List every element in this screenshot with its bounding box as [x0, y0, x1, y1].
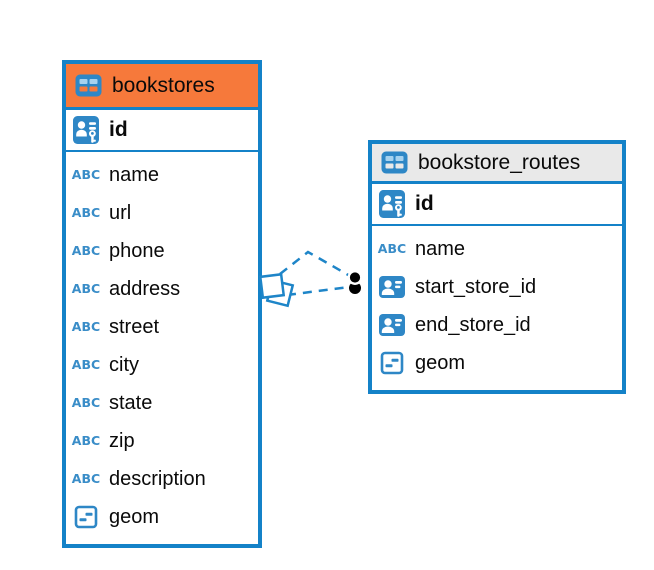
column-name-pk: id: [109, 118, 128, 141]
column-row[interactable]: end_store_id: [377, 306, 622, 344]
column-row[interactable]: ABC zip: [71, 422, 258, 460]
column-row[interactable]: ABC name: [71, 156, 258, 194]
text-type-icon: ABC: [71, 356, 101, 372]
column-row[interactable]: ABC city: [71, 346, 258, 384]
column-row[interactable]: ABC url: [71, 194, 258, 232]
table-icon: [379, 151, 409, 174]
column-name-pk: id: [415, 192, 434, 215]
primary-key-icon: [71, 116, 101, 144]
column-row-pk[interactable]: id: [372, 184, 622, 226]
column-name: name: [109, 163, 160, 186]
geometry-type-icon: [71, 505, 101, 529]
column-name: geom: [109, 505, 160, 528]
column-name: zip: [109, 429, 135, 452]
column-name: street: [109, 315, 160, 338]
column-name: name: [415, 237, 466, 260]
table-icon: [73, 74, 103, 97]
table-header-bookstores[interactable]: bookstores: [66, 64, 258, 110]
table-card-bookstore-routes[interactable]: bookstore_routes id ABC: [368, 140, 626, 394]
column-row[interactable]: geom: [71, 498, 258, 536]
text-type-icon: ABC: [71, 242, 101, 258]
column-name: url: [109, 201, 132, 224]
column-row[interactable]: start_store_id: [377, 268, 622, 306]
table-card-bookstores[interactable]: bookstores id ABC: [62, 60, 262, 548]
column-name: start_store_id: [415, 275, 537, 298]
relation-target-marker: [347, 270, 363, 294]
foreign-key-reference-icon: [377, 314, 407, 336]
column-row[interactable]: ABC description: [71, 460, 258, 498]
geometry-type-icon: [377, 351, 407, 375]
relation-line-1: [279, 250, 351, 278]
text-type-icon: ABC: [71, 432, 101, 448]
table-title: bookstores: [112, 73, 215, 97]
text-type-icon: ABC: [71, 318, 101, 334]
relation-line-2: [286, 285, 350, 297]
column-list: ABC name start_store_id: [372, 226, 622, 382]
column-row[interactable]: ABC state: [71, 384, 258, 422]
table-header-bookstore-routes[interactable]: bookstore_routes: [372, 144, 622, 184]
primary-key-icon: [377, 190, 407, 218]
column-name: address: [109, 277, 181, 300]
text-type-icon: ABC: [71, 394, 101, 410]
column-row-pk[interactable]: id: [66, 110, 258, 152]
column-name: geom: [415, 351, 466, 374]
column-name: state: [109, 391, 153, 414]
foreign-key-reference-icon: [377, 276, 407, 298]
column-name: description: [109, 467, 206, 490]
text-type-icon: ABC: [71, 470, 101, 486]
table-title: bookstore_routes: [418, 150, 581, 174]
text-type-icon: ABC: [71, 204, 101, 220]
column-row[interactable]: geom: [377, 344, 622, 382]
column-row[interactable]: ABC name: [377, 230, 622, 268]
column-row[interactable]: ABC street: [71, 308, 258, 346]
column-name: end_store_id: [415, 313, 531, 336]
text-type-icon: ABC: [71, 280, 101, 296]
column-list: ABC name ABC url ABC phone ABC address A…: [66, 152, 258, 536]
column-row[interactable]: ABC address: [71, 270, 258, 308]
relation-source-marker: [258, 272, 295, 308]
column-row[interactable]: ABC phone: [71, 232, 258, 270]
column-name: city: [109, 353, 139, 376]
column-name: phone: [109, 239, 165, 262]
text-type-icon: ABC: [71, 166, 101, 182]
text-type-icon: ABC: [377, 240, 407, 256]
